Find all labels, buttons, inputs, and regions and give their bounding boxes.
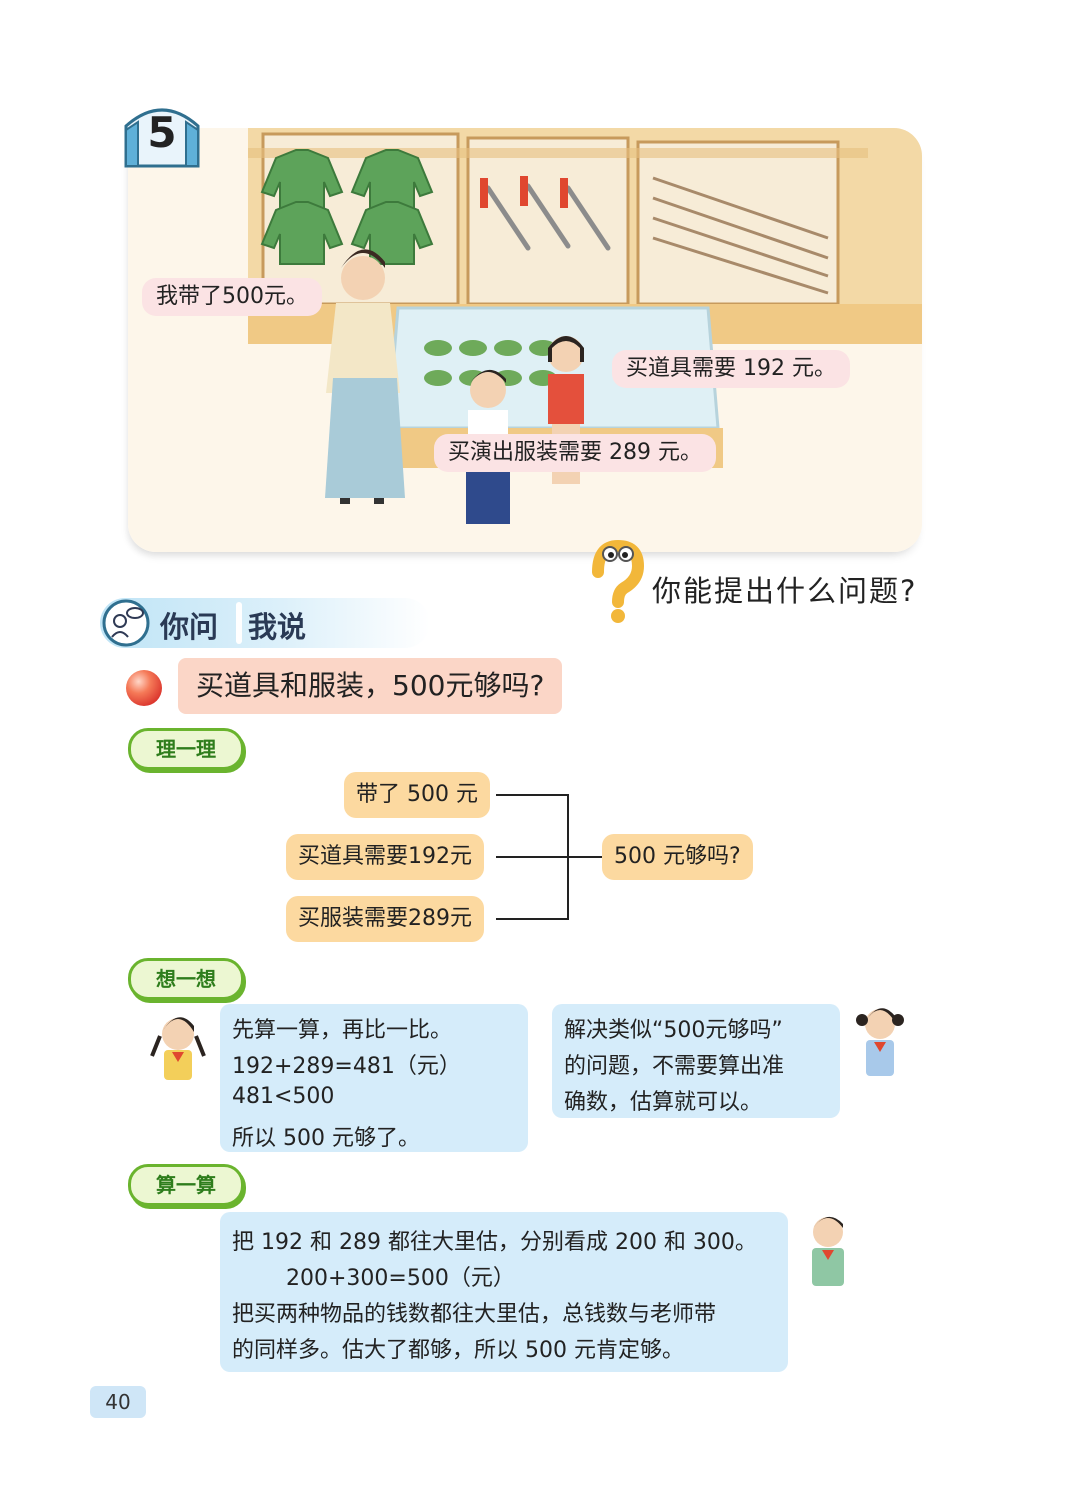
think-left-line-2: 192+289=481（元） [232, 1054, 461, 1079]
main-question: 买道具和服装，500元够吗? [178, 658, 563, 714]
prompt-question: 你能提出什么问题? [652, 574, 918, 608]
think-left-line-3: 481<500 [232, 1084, 335, 1109]
window-number-badge-icon [124, 108, 200, 168]
calc-line-1: 把 192 和 289 都往大里估，分别看成 200 和 300。 [232, 1230, 757, 1255]
section-divider [236, 602, 242, 644]
think-right-line-2: 的问题，不需要算出准 [564, 1054, 785, 1079]
diagram-box-brought: 带了 500 元 [344, 772, 490, 818]
girl-avatar-right [856, 1008, 904, 1076]
diagram-box-costume: 买服装需要289元 [286, 896, 484, 942]
think-left-panel: 先算一算，再比一比。 192+289=481（元） 481<500 所以 500… [220, 1004, 528, 1152]
section-banner-ask-tell: 你问 我说 [100, 598, 430, 648]
teacher-speech-bubble: 我带了500元。 [142, 278, 322, 316]
calculate-panel: 把 192 和 289 都往大里估，分别看成 200 和 300。 200+30… [220, 1212, 788, 1372]
section-title-tell: 我说 [248, 610, 307, 644]
calc-line-3: 把买两种物品的钱数都往大里估，总钱数与老师带 [232, 1302, 717, 1327]
speech-people-icon [102, 599, 150, 647]
shop-scene-drawing [128, 128, 922, 552]
think-right-line-1: 解决类似“500元够吗” [564, 1018, 783, 1043]
boy-speech-bubble: 买演出服装需要 289 元。 [434, 434, 716, 472]
boy-avatar [812, 1216, 844, 1286]
page-number: 40 [90, 1386, 146, 1418]
problem-number: 5 [147, 108, 177, 157]
calc-line-2: 200+300=500（元） [286, 1266, 515, 1291]
question-mark-mascot-icon [592, 539, 644, 623]
think-left-line-1: 先算一算，再比一比。 [232, 1018, 453, 1043]
diagram-box-question: 500 元够吗? [602, 834, 753, 880]
red-ball-icon [126, 670, 162, 706]
tag-think: 想一想 [128, 958, 244, 1000]
think-right-line-3: 确数，估算就可以。 [564, 1090, 763, 1115]
tag-organize: 理一理 [128, 728, 244, 770]
calc-line-4: 的同样多。估大了都够，所以 500 元肯定够。 [232, 1338, 684, 1363]
think-left-line-4: 所以 500 元够了。 [232, 1126, 420, 1151]
problem-number-badge: 5 [120, 100, 204, 168]
diagram-box-props: 买道具需要192元 [286, 834, 484, 880]
shop-illustration [128, 128, 922, 552]
girl-avatar [150, 1017, 206, 1080]
diagram-connector-lines [496, 794, 602, 920]
tag-calculate: 算一算 [128, 1164, 244, 1206]
section-title-ask: 你问 [160, 610, 219, 644]
think-right-panel: 解决类似“500元够吗” 的问题，不需要算出准 确数，估算就可以。 [552, 1004, 840, 1118]
girl-speech-bubble: 买道具需要 192 元。 [612, 350, 850, 388]
